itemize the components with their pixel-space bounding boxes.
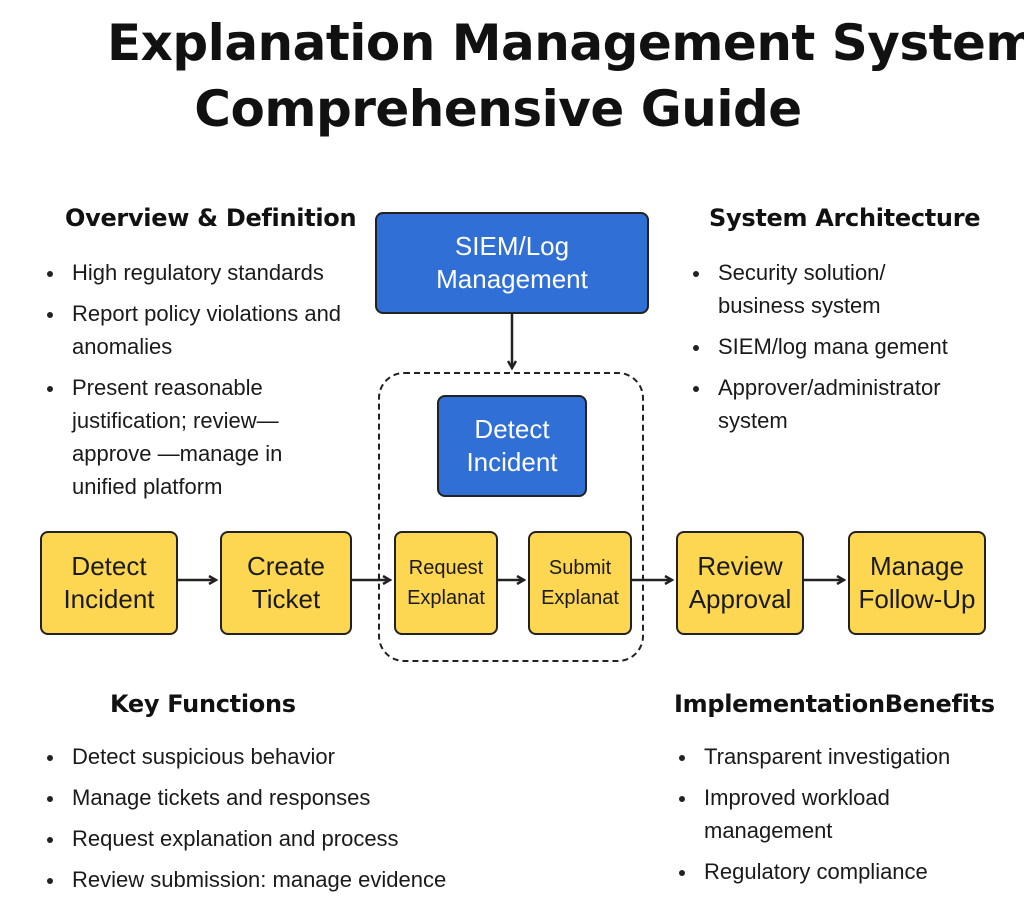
overview-item: Present reasonable justification; review… xyxy=(40,371,370,503)
page-title: Explanation Management System xyxy=(106,14,1024,72)
architecture-item: SIEM/log mana gement xyxy=(686,330,996,363)
benefits-list: Transparent investigation Improved workl… xyxy=(672,740,992,896)
detect-center-label: Detect Incident xyxy=(466,414,558,477)
step-manage-follow-up: Manage Follow-Up xyxy=(848,531,986,635)
benefit-item: Improved workload management xyxy=(672,781,992,847)
key-functions-list: Detect suspicious behavior Manage ticket… xyxy=(40,740,520,904)
architecture-item: Security solution/ business system xyxy=(686,256,996,322)
benefit-item: Regulatory compliance xyxy=(672,855,992,888)
key-functions-heading: Key Functions xyxy=(110,690,296,718)
explanation-process-group xyxy=(378,372,644,662)
step-submit-explanation: Submit Explanat xyxy=(528,531,632,635)
page-subtitle: Comprehensive Guide xyxy=(194,80,802,138)
benefit-item: Transparent investigation xyxy=(672,740,992,773)
key-function-item: Request explanation and process xyxy=(40,822,520,855)
overview-list: High regulatory standards Report policy … xyxy=(40,256,370,511)
step-label: Manage Follow-Up xyxy=(858,551,976,614)
step-label: Request Explanat xyxy=(407,557,485,609)
step-label: Submit Explanat xyxy=(541,557,619,609)
key-function-item: Review submission: manage evidence xyxy=(40,863,520,896)
architecture-list: Security solution/ business system SIEM/… xyxy=(686,256,996,445)
key-function-item: Manage tickets and responses xyxy=(40,781,520,814)
detect-incident-center-node: Detect Incident xyxy=(437,395,587,497)
step-review-approval: Review Approval xyxy=(676,531,804,635)
step-detect-incident: Detect Incident xyxy=(40,531,178,635)
overview-item: High regulatory standards xyxy=(40,256,370,289)
key-function-item: Detect suspicious behavior xyxy=(40,740,520,773)
step-label: Detect Incident xyxy=(63,551,155,614)
architecture-item: Approver/administrator system xyxy=(686,371,996,437)
architecture-heading: System Architecture xyxy=(709,204,981,232)
benefits-heading: ImplementationBenefits xyxy=(674,690,995,718)
step-request-explanation: Request Explanat xyxy=(394,531,498,635)
step-label: Review Approval xyxy=(688,551,792,614)
siem-node-label: SIEM/Log Management xyxy=(436,231,588,294)
step-label: Create Ticket xyxy=(246,551,326,614)
overview-heading: Overview & Definition xyxy=(65,204,357,232)
step-create-ticket: Create Ticket xyxy=(220,531,352,635)
siem-log-management-node: SIEM/Log Management xyxy=(375,212,649,314)
overview-item: Report policy violations and anomalies xyxy=(40,297,370,363)
